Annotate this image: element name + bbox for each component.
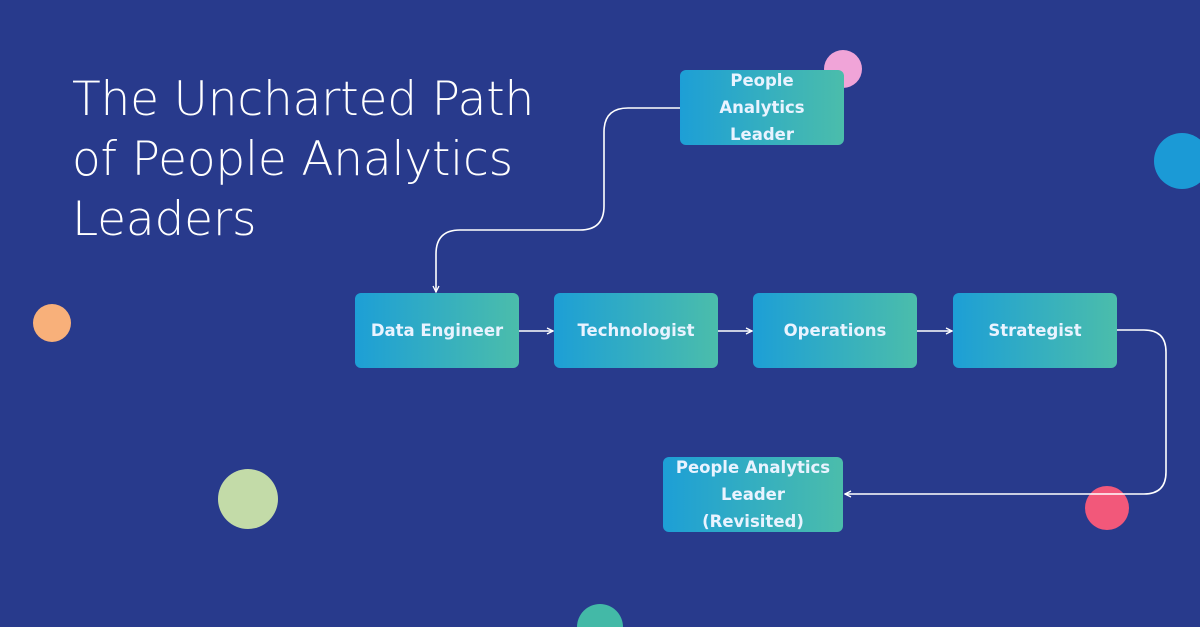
node-technologist: Technologist [554,293,718,368]
connector-leader-to-data-engineer [436,107,680,292]
node-data-engineer: Data Engineer [355,293,519,368]
node-people-analytics-leader: People Analytics Leader [680,70,844,145]
connector-strategist-to-leader-revisited [845,329,1167,494]
node-operations: Operations [753,293,917,368]
decorative-green-dot [218,469,278,529]
decorative-teal-dot [577,604,623,627]
node-strategist: Strategist [953,293,1117,368]
node-people-analytics-leader-revisited: People Analytics Leader (Revisited) [663,457,843,532]
decorative-blue-dot [1154,133,1200,189]
decorative-orange-dot [33,304,71,342]
diagram-title: The Uncharted Path of People Analytics L… [72,72,535,247]
